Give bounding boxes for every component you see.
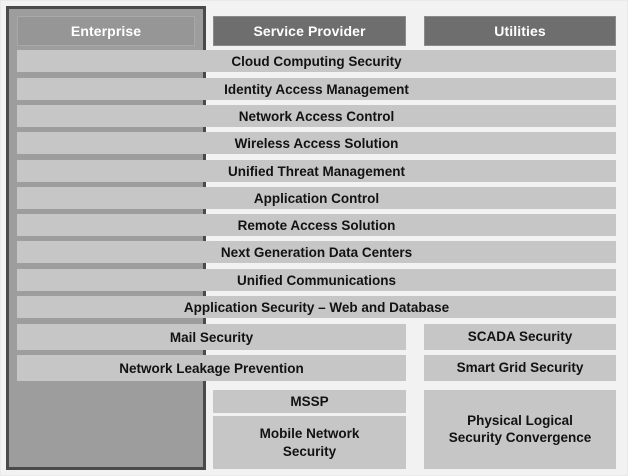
capability-row-enterprise-sp[interactable]: Network Leakage Prevention (17, 355, 406, 381)
enterprise-column-box (6, 6, 206, 470)
capability-box-scada-security[interactable]: SCADA Security (424, 324, 616, 350)
enterprise-divider-tick (203, 72, 206, 78)
enterprise-divider-tick (203, 182, 206, 188)
capability-box-physical-logical-security-convergence[interactable]: Physical Logical Security Convergence (424, 390, 616, 469)
enterprise-divider-tick (203, 209, 206, 215)
capability-row-enterprise-sp[interactable]: Mail Security (17, 324, 406, 350)
capability-row[interactable]: Unified Threat Management (17, 160, 616, 182)
capability-box-mssp[interactable]: MSSP (213, 390, 406, 413)
capability-row[interactable]: Wireless Access Solution (17, 132, 616, 154)
capability-row[interactable]: Remote Access Solution (17, 214, 616, 236)
enterprise-divider-tick (203, 291, 206, 297)
capability-row[interactable]: Next Generation Data Centers (17, 241, 616, 263)
enterprise-divider-tick (203, 127, 206, 133)
column-header-enterprise[interactable]: Enterprise (17, 16, 195, 46)
column-header-utilities[interactable]: Utilities (424, 16, 616, 46)
enterprise-divider-tick (203, 236, 206, 242)
capability-row[interactable]: Network Access Control (17, 105, 616, 127)
capability-row[interactable]: Unified Communications (17, 269, 616, 291)
capability-row[interactable]: Application Security – Web and Database (17, 296, 616, 318)
enterprise-divider-tick (203, 318, 206, 324)
mobile-network-line-1: Mobile Network (259, 425, 360, 441)
enterprise-divider-tick (203, 350, 206, 356)
convergence-line-2: Security Convergence (448, 429, 592, 445)
capability-row[interactable]: Cloud Computing Security (17, 50, 616, 72)
capability-row[interactable]: Application Control (17, 187, 616, 209)
column-header-service-provider[interactable]: Service Provider (213, 16, 406, 46)
mobile-network-line-2: Security (282, 443, 337, 459)
enterprise-divider-tick (203, 381, 206, 387)
enterprise-divider-tick (203, 263, 206, 269)
enterprise-divider-tick (203, 100, 206, 106)
capability-box-smart-grid-security[interactable]: Smart Grid Security (424, 355, 616, 381)
convergence-line-1: Physical Logical (467, 412, 573, 428)
enterprise-divider-tick (203, 154, 206, 160)
capability-row[interactable]: Identity Access Management (17, 78, 616, 100)
capability-box-mobile-network-security[interactable]: Mobile Network Security (213, 416, 406, 469)
